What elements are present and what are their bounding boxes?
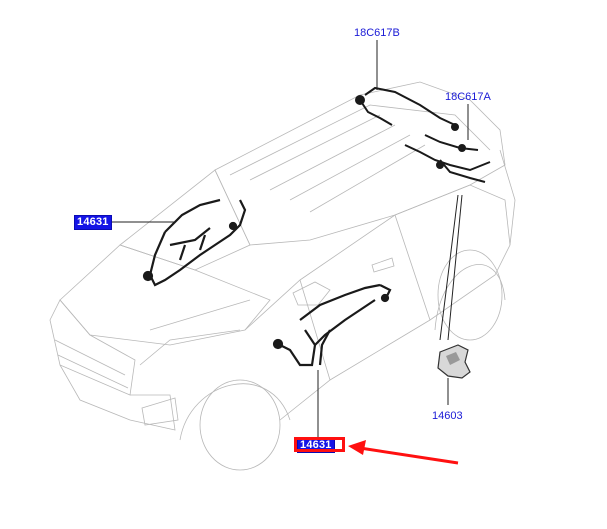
selection-highlight-box [294,437,345,452]
callout-18c617b[interactable]: 18C617B [354,27,400,39]
callout-18c617a[interactable]: 18C617A [445,91,491,103]
leader-lines [107,40,469,438]
roof-harness-18c617a[interactable] [404,134,491,183]
roof-harness-18c617b[interactable] [355,86,459,131]
control-module-14603[interactable] [437,344,471,379]
engine-harness[interactable] [142,198,247,287]
door-harness[interactable] [272,283,392,367]
callout-14631-upper[interactable]: 14631 [74,215,112,230]
vehicle-outline [49,81,516,471]
callout-14603[interactable]: 14603 [432,410,463,422]
selection-arrow [348,440,459,465]
